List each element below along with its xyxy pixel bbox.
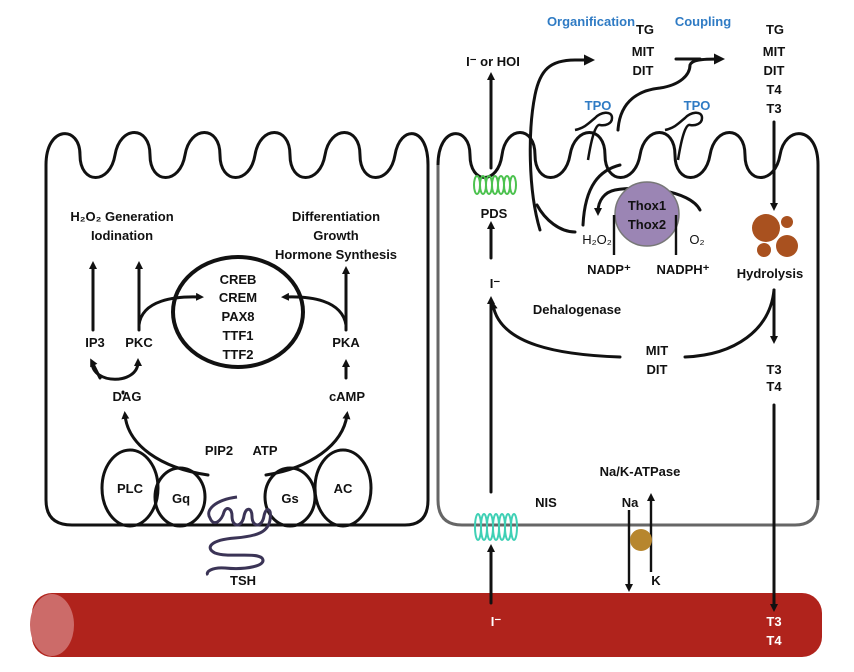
nucleus-factor-pax8: PAX8 [222, 309, 255, 324]
thox-enzyme [614, 181, 680, 247]
tpo-label-2: TPO [684, 98, 711, 113]
organification-label: Organification [547, 14, 635, 29]
iodide-label: I⁻ [490, 276, 501, 291]
differentiation-label: Differentiation [292, 209, 380, 224]
left-cell-membrane [44, 131, 430, 527]
camp-arrow [264, 411, 351, 477]
h2o2-generation-label: H₂O₂ Generation [70, 209, 173, 224]
h2o2-lumen-curve-2 [581, 163, 622, 227]
ip3-label: IP3 [85, 335, 105, 350]
nucleus-factor-ttf1: TTF1 [222, 328, 253, 343]
tsh-receptor-icon [205, 495, 272, 577]
right-cell-membrane [436, 131, 820, 502]
k-label: K [651, 573, 661, 588]
dag-to-ip3-pkc-arrow [90, 358, 142, 381]
plc-enzyme [100, 448, 160, 528]
nadp-label: NADP⁺ [587, 262, 631, 277]
blood-vessel [30, 593, 822, 657]
pka-label: PKA [332, 335, 360, 350]
mit-label-2: MIT [763, 44, 785, 59]
atp-label: ATP [252, 443, 277, 458]
pkc-to-nucleus-arrow [137, 292, 204, 327]
nis-transporter-icon [474, 513, 518, 541]
thox-to-h2o2-arrow [594, 186, 702, 216]
dag-label: DAG [113, 389, 142, 404]
dit-label-2: DIT [764, 63, 785, 78]
t3-label-3: T3 [766, 362, 781, 377]
h2o2-label: H₂O₂ [582, 232, 612, 247]
tg-label-2: TG [766, 22, 784, 37]
pds-transporter-icon [473, 175, 517, 195]
nadph-label: NADPH⁺ [656, 262, 709, 277]
nucleus-factor-ttf2: TTF2 [222, 347, 253, 362]
hydrolysis-label: Hydrolysis [737, 266, 803, 281]
pip2-label: PIP2 [205, 443, 233, 458]
dehalogenase-label: Dehalogenase [533, 302, 621, 317]
mit-label-3: MIT [646, 343, 668, 358]
gq-label: Gq [172, 491, 190, 506]
gs-label: Gs [281, 491, 298, 506]
tpo-label-1: TPO [585, 98, 612, 113]
pds-label: PDS [481, 206, 508, 221]
h2o2-to-lumen-curve [535, 203, 577, 234]
plc-label: PLC [117, 481, 144, 496]
nis-label: NIS [535, 495, 557, 510]
dehalogenase-arrow [489, 301, 622, 359]
coupling-label: Coupling [675, 14, 731, 29]
t4-label-3: T4 [766, 379, 782, 394]
nucleus-factor-creb: CREB [220, 272, 257, 287]
blood-iodide-label: I⁻ [491, 614, 502, 629]
right-cell-basal-membrane [436, 165, 820, 527]
tpo-enzyme-1-icon [574, 111, 614, 161]
t4-label-2: T4 [766, 82, 782, 97]
dit-label-3: DIT [647, 362, 668, 377]
blood-t3-label: T3 [766, 614, 781, 629]
tsh-label: TSH [230, 573, 256, 588]
hydrolysis-to-mitdit-curve [683, 288, 776, 359]
pkc-label: PKC [125, 335, 153, 350]
thox1-label: Thox1 [628, 198, 666, 213]
t3-label-2: T3 [766, 101, 781, 116]
growth-label: Growth [313, 228, 359, 243]
hormone-synthesis-label: Hormone Synthesis [275, 247, 397, 262]
na-k-atpase-label: Na/K-ATPase [600, 464, 681, 479]
organification-arrow [528, 54, 595, 232]
iodination-label: Iodination [91, 228, 153, 243]
nucleus [171, 255, 305, 369]
blood-t4-label: T4 [766, 633, 782, 648]
nucleus-factor-crem: CREM [219, 290, 257, 305]
pka-to-nucleus-arrow [281, 292, 348, 327]
tg-label-1: TG [636, 22, 654, 37]
mit-label-1: MIT [632, 44, 654, 59]
thox2-label: Thox2 [628, 217, 666, 232]
na-label: Na [622, 495, 639, 510]
colloid-droplets-icon [752, 214, 798, 257]
tpo-enzyme-2-icon [664, 111, 704, 161]
iodide-or-hoi-label: I⁻ or HOI [466, 54, 520, 69]
ac-enzyme [313, 448, 373, 528]
dag-arrow [121, 411, 210, 477]
ac-label: AC [334, 481, 353, 496]
o2-label: O₂ [689, 232, 704, 247]
camp-label: cAMP [329, 389, 365, 404]
ip3-loop-arrow [90, 358, 102, 380]
dit-label-1: DIT [633, 63, 654, 78]
na-k-atpase-icon [630, 529, 652, 551]
